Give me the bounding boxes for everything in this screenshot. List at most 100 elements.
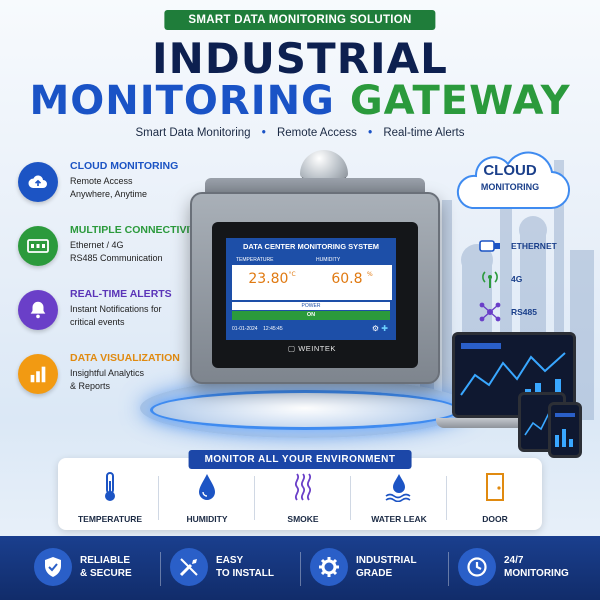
feature-desc: Ethernet / 4G RS485 Communication [70, 240, 163, 263]
network-switch-icon [18, 226, 58, 266]
env-label: SMOKE [287, 514, 319, 524]
title-monitoring: MONITORING [29, 78, 335, 124]
brand-name: WEINTEK [298, 344, 336, 353]
humidity-value: 60.8 [331, 271, 363, 287]
tagline-item: Real-time Alerts [383, 127, 465, 139]
feature-desc: Insightful Analytics & Reports [70, 368, 145, 391]
bell-icon [18, 290, 58, 330]
power-status: ON [232, 311, 390, 320]
env-label: WATER LEAK [371, 514, 427, 524]
humidity-label: HUMIDITY [312, 256, 392, 265]
phone-dashboard [548, 402, 582, 458]
environment-badge: MONITOR ALL YOUR ENVIRONMENT [188, 450, 412, 469]
env-smoke: SMOKE [255, 472, 351, 524]
antenna-icon [300, 150, 348, 178]
env-label: DOOR [482, 514, 508, 524]
screen-datetime: 01-01-2024 12:45:45 [232, 326, 283, 332]
feature-title: CLOUD MONITORING [70, 160, 179, 172]
connectivity-label: ETHERNET [511, 241, 557, 251]
env-water-leak: WATER LEAK [351, 472, 447, 524]
screen-title: DATA CENTER MONITORING SYSTEM [243, 242, 379, 251]
pedestal-glow-ring [150, 390, 460, 430]
door-icon [447, 472, 543, 502]
humidity-readout: 60.8 % [312, 271, 392, 287]
benefits-banner [0, 536, 600, 600]
benefit-divider [448, 552, 449, 586]
screen-controls: ⚙ ✚ [372, 324, 388, 333]
env-divider [158, 476, 159, 520]
environment-panel [58, 458, 542, 530]
feature-multiple-connectivity: MULTIPLE CONNECTIVITY Ethernet / 4G RS48… [18, 222, 218, 278]
temperature-label: TEMPERATURE [232, 256, 312, 265]
env-humidity: HUMIDITY [159, 472, 255, 524]
env-door: DOOR [447, 472, 543, 524]
bar-chart-icon [18, 354, 58, 394]
connectivity-rs485: RS485 [477, 299, 587, 329]
rs485-network-icon [477, 299, 503, 325]
env-label: HUMIDITY [186, 514, 228, 524]
weintek-logo-icon: ▢ [288, 344, 296, 353]
feature-cloud-monitoring: CLOUD MONITORING Remote Access Anywhere,… [18, 158, 218, 214]
benefit-monitoring: 24/7 MONITORING [458, 546, 588, 590]
env-divider [350, 476, 351, 520]
title-gateway: GATEWAY [349, 78, 571, 124]
humidity-panel: HUMIDITY 60.8 % [312, 256, 392, 300]
cloud-monitoring-cloud [456, 151, 570, 210]
connectivity-label: 4G [511, 274, 523, 284]
tagline-separator: • [261, 127, 266, 139]
clock-icon [458, 548, 496, 586]
benefit-divider [300, 552, 301, 586]
tagline-separator: • [368, 127, 373, 139]
feature-title: DATA VISUALIZATION [70, 352, 180, 364]
screen-time: 12:45:45 [263, 326, 283, 332]
connectivity-ethernet: ETHERNET [477, 233, 587, 263]
cloud-upload-icon [18, 162, 58, 202]
benefit-industrial-grade: INDUSTRIAL GRADE [310, 546, 440, 590]
water-drop-icon [159, 472, 255, 502]
thermometer-icon [62, 472, 158, 502]
antenna-4g-icon [477, 266, 503, 292]
feature-data-visualization: DATA VISUALIZATION Insightful Analytics … [18, 350, 218, 406]
tagline: Smart Data Monitoring • Remote Access • … [0, 127, 600, 139]
benefit-easy-install: EASY TO INSTALL [170, 546, 290, 590]
feature-title: REAL-TIME ALERTS [70, 288, 172, 300]
power-label: POWER [232, 302, 390, 310]
benefit-label: INDUSTRIAL GRADE [356, 555, 417, 579]
temperature-readout: 23.80°C [232, 271, 312, 287]
screen-date: 01-01-2024 [232, 326, 258, 332]
benefit-label: 24/7 MONITORING [504, 555, 569, 579]
feature-desc: Instant Notifications for critical event… [70, 304, 162, 327]
tagline-item: Smart Data Monitoring [135, 127, 251, 139]
title-line-2: MONITORING GATEWAY [0, 78, 600, 124]
temperature-unit: °C [288, 271, 296, 278]
temperature-value: 23.80 [248, 271, 289, 287]
env-temperature: TEMPERATURE [62, 472, 158, 524]
benefit-reliable: RELIABLE & SECURE [34, 546, 154, 590]
connectivity-4g: 4G [477, 266, 587, 296]
connectivity-label: RS485 [511, 307, 537, 317]
benefit-label: RELIABLE & SECURE [80, 555, 132, 579]
env-label: TEMPERATURE [77, 514, 143, 524]
feature-title: MULTIPLE CONNECTIVITY [70, 224, 203, 236]
shield-check-icon [34, 548, 72, 586]
smoke-icon [255, 472, 351, 502]
network-icon[interactable]: ✚ [381, 324, 388, 333]
laptop-base [436, 418, 580, 428]
env-divider [446, 476, 447, 520]
tools-icon [170, 548, 208, 586]
title-line-1: INDUSTRIAL [152, 34, 448, 83]
brand-label: ▢ WEINTEK [288, 344, 336, 353]
settings-gear-icon[interactable]: ⚙ [371, 324, 380, 333]
benefit-divider [160, 552, 161, 586]
feature-real-time-alerts: REAL-TIME ALERTS Instant Notifications f… [18, 286, 218, 342]
temperature-panel: TEMPERATURE 23.80°C [232, 256, 312, 300]
hmi-screen: DATA CENTER MONITORING SYSTEM TEMPERATUR… [226, 238, 396, 340]
water-leak-icon [351, 472, 447, 502]
benefit-label: EASY TO INSTALL [216, 555, 274, 579]
tagline-item: Remote Access [276, 127, 357, 139]
gear-icon [310, 548, 348, 586]
humidity-unit: % [366, 271, 373, 278]
phone-chart-icon [555, 413, 575, 447]
solution-badge: SMART DATA MONITORING SOLUTION [164, 10, 436, 30]
feature-desc: Remote Access Anywhere, Anytime [70, 176, 148, 199]
